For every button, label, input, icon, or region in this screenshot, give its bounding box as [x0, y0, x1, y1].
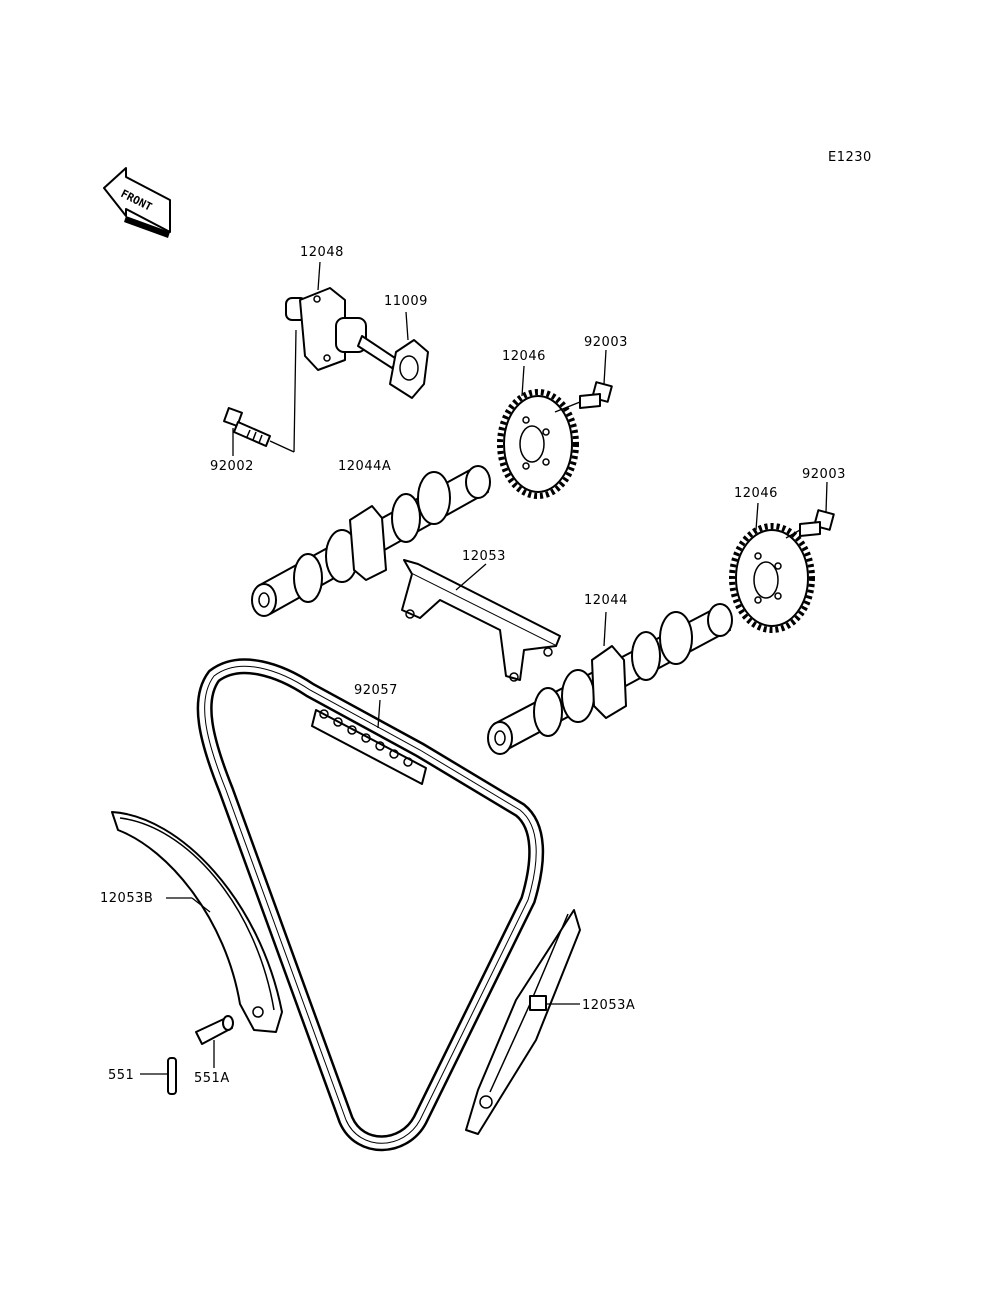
label-12053: 12053: [462, 549, 506, 564]
cam-chain-tensioner[interactable]: [285, 287, 399, 371]
label-92057: 92057: [354, 683, 398, 698]
label-92002: 92002: [210, 459, 254, 474]
lower-camshaft-sprocket[interactable]: [729, 523, 815, 633]
label-92003-lower: 92003: [802, 467, 846, 482]
upper-sprocket-bolt[interactable]: [579, 381, 613, 409]
label-12053b: 12053B: [100, 891, 153, 906]
label-12046-upper: 12046: [502, 349, 546, 364]
label-12044: 12044: [584, 593, 628, 608]
guide-pin[interactable]: [195, 1015, 234, 1045]
exhaust-camshaft[interactable]: [251, 465, 491, 617]
front-arrow-icon: FRONT: [103, 167, 171, 238]
intake-camshaft[interactable]: [487, 603, 733, 755]
dowel-pin[interactable]: [167, 1057, 177, 1095]
tensioner-bolt[interactable]: [223, 407, 271, 447]
label-11009: 11009: [384, 294, 428, 309]
label-12046-lower: 12046: [734, 486, 778, 501]
label-551: 551: [108, 1068, 134, 1083]
upper-chain-guide[interactable]: [401, 559, 561, 682]
lower-sprocket-bolt[interactable]: [799, 509, 835, 537]
diagram-code: E1230: [828, 150, 872, 165]
label-12044a: 12044A: [338, 459, 391, 474]
upper-camshaft-sprocket[interactable]: [497, 389, 579, 499]
tensioner-gasket[interactable]: [389, 339, 429, 399]
front-chain-guide[interactable]: [465, 909, 581, 1135]
label-92003-upper: 92003: [584, 335, 628, 350]
label-12053a: 12053A: [582, 998, 635, 1013]
label-12048: 12048: [300, 245, 344, 260]
label-551a: 551A: [194, 1071, 230, 1086]
cam-chain[interactable]: [196, 658, 545, 1152]
rear-chain-guide[interactable]: [111, 811, 283, 1033]
